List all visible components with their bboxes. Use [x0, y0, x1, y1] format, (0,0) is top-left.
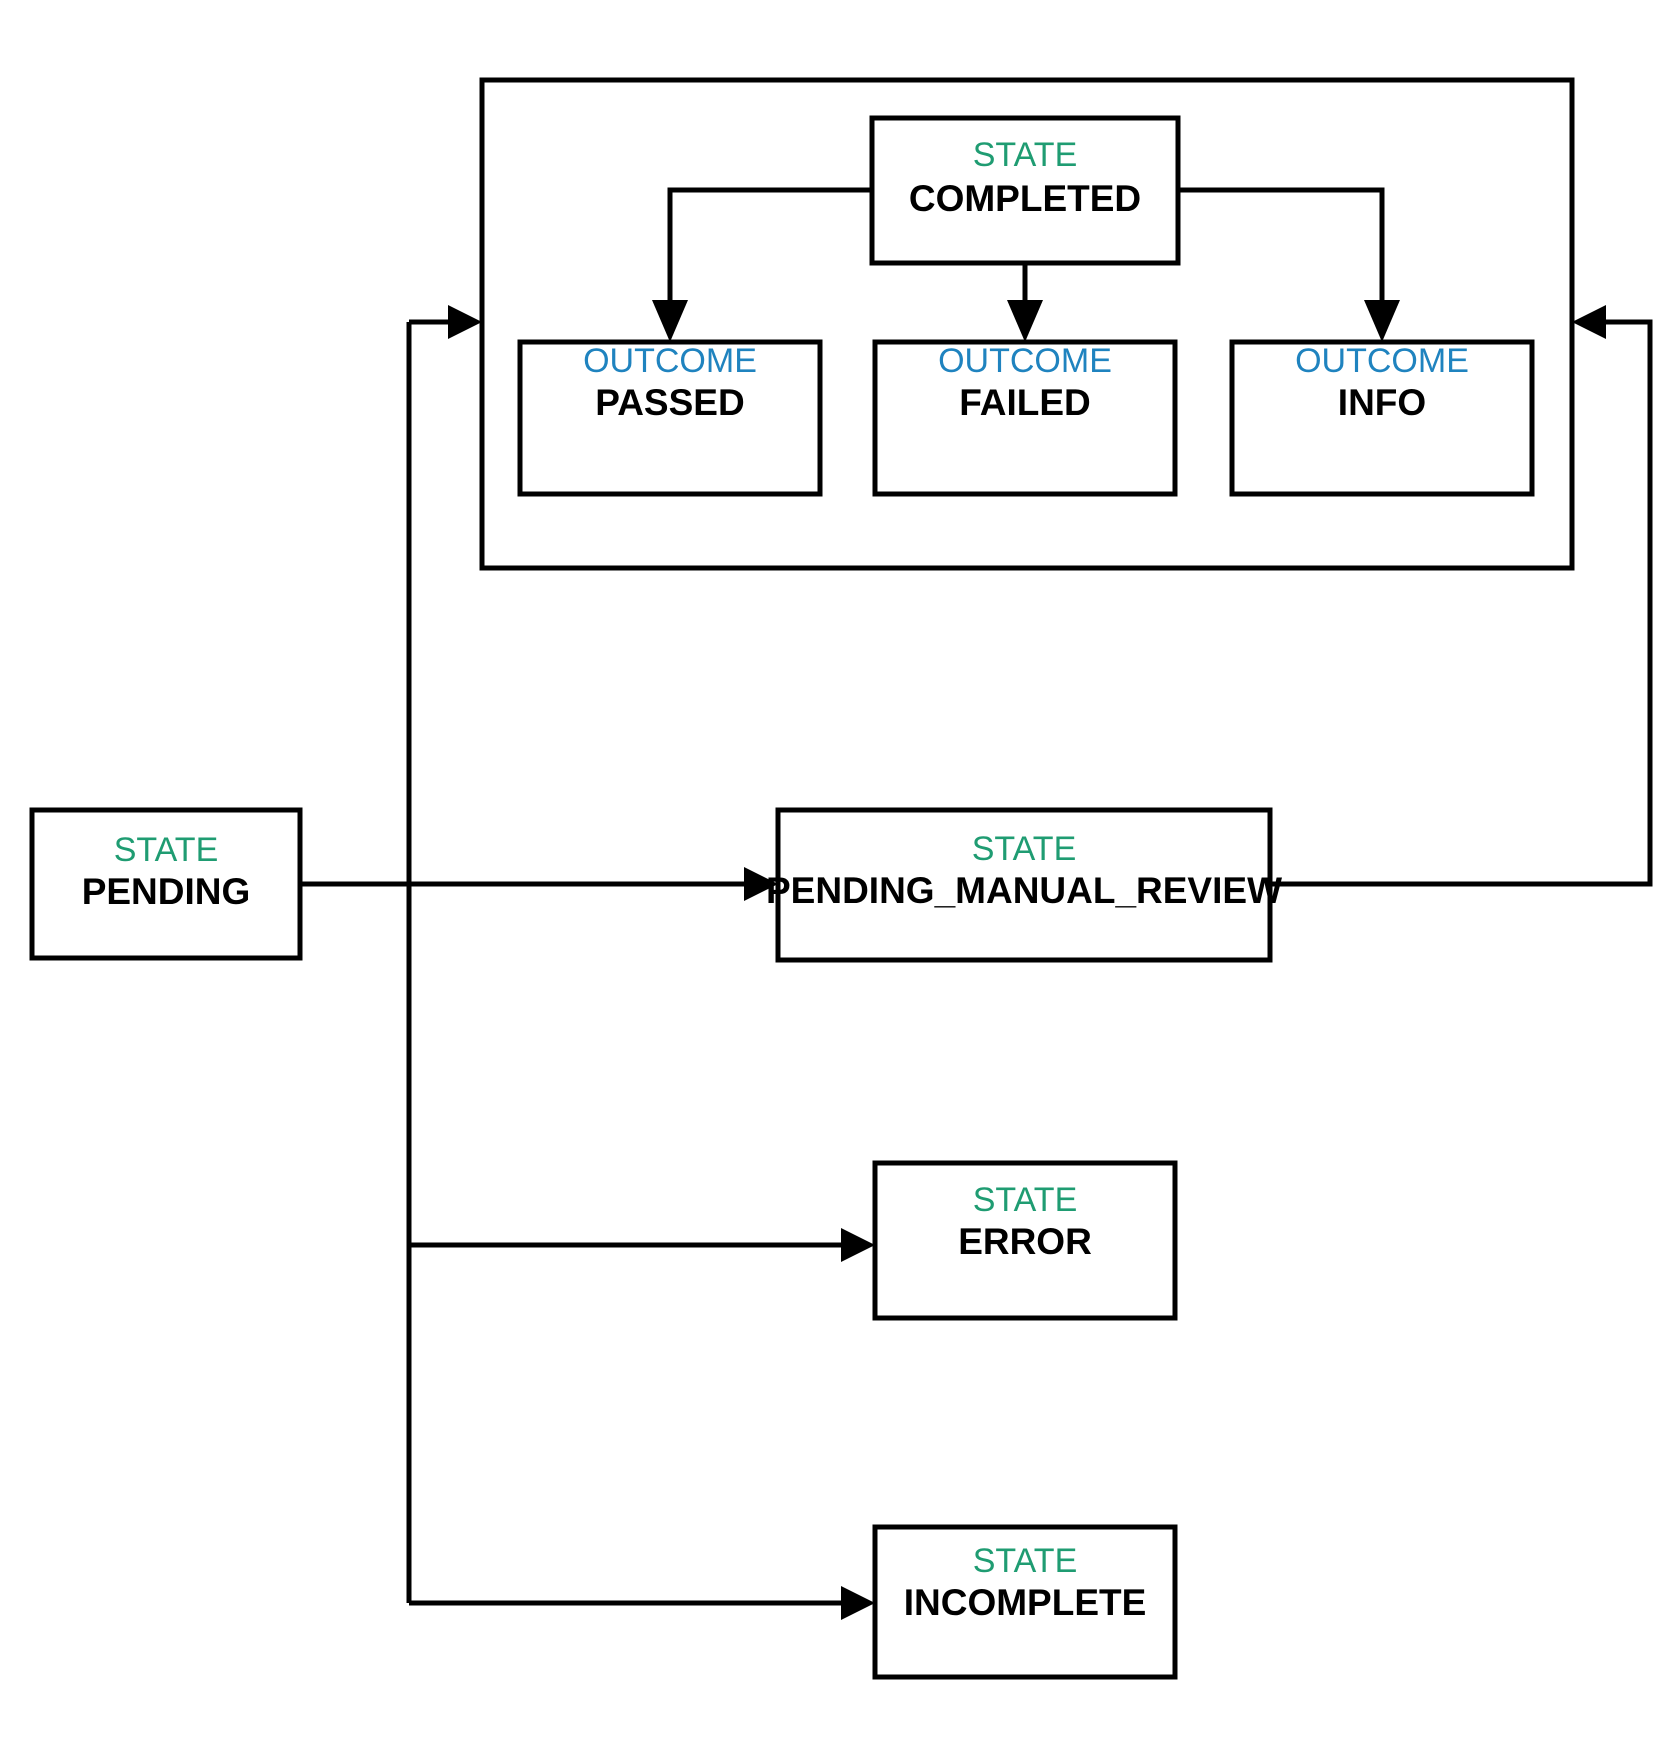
arrowhead-into-incomplete [841, 1586, 875, 1620]
node-error[interactable]: STATE ERROR [872, 1160, 1178, 1321]
node-error-name: ERROR [958, 1221, 1092, 1262]
node-passed-name: PASSED [595, 382, 744, 423]
arrowhead-into-info [1364, 300, 1400, 342]
arrowhead-into-error [841, 1228, 875, 1262]
node-info-kind: OUTCOME [1295, 342, 1469, 380]
arrowhead-into-completed-group [448, 305, 482, 339]
node-completed-rect[interactable] [869, 115, 1181, 266]
node-failed-rect[interactable] [872, 339, 1178, 497]
completed-group-rect [479, 77, 1575, 571]
node-error-rect[interactable] [872, 1160, 1178, 1321]
node-pending-manual-review-name: PENDING_MANUAL_REVIEW [766, 870, 1282, 911]
edge-pending-manual-review-to-completed-group [1270, 319, 1653, 887]
node-failed[interactable]: OUTCOME FAILED [872, 339, 1178, 497]
node-info-name: INFO [1338, 382, 1426, 423]
node-passed[interactable]: OUTCOME PASSED [517, 339, 823, 497]
node-incomplete-kind: STATE [973, 1542, 1078, 1580]
arrowhead-into-passed [652, 300, 688, 342]
edge-completed-to-passed [667, 187, 872, 318]
node-completed[interactable]: STATE COMPLETED [869, 115, 1181, 266]
node-pending-manual-review[interactable]: STATE PENDING_MANUAL_REVIEW [766, 807, 1282, 963]
node-incomplete-rect[interactable] [872, 1524, 1178, 1680]
node-info-rect[interactable] [1229, 339, 1535, 497]
arrowhead-into-pending-manual-review [744, 867, 778, 901]
node-passed-rect[interactable] [517, 339, 823, 497]
edge-layer [300, 187, 1653, 1620]
node-pending-rect[interactable] [29, 807, 303, 961]
edge-completed-to-info [1178, 187, 1385, 318]
arrowhead-into-failed [1007, 300, 1043, 342]
node-info[interactable]: OUTCOME INFO [1229, 339, 1535, 497]
node-completed-kind: STATE [973, 136, 1078, 174]
node-failed-name: FAILED [959, 382, 1091, 423]
node-pending-manual-review-kind: STATE [972, 830, 1077, 868]
node-pending-manual-review-rect[interactable] [775, 807, 1273, 963]
node-incomplete[interactable]: STATE INCOMPLETE [872, 1524, 1178, 1680]
node-failed-kind: OUTCOME [938, 342, 1112, 380]
node-incomplete-name: INCOMPLETE [904, 1582, 1147, 1623]
completed-group-container [479, 77, 1575, 571]
node-completed-name: COMPLETED [909, 178, 1141, 219]
node-error-kind: STATE [973, 1181, 1078, 1219]
node-pending-kind: STATE [114, 831, 219, 869]
node-passed-kind: OUTCOME [583, 342, 757, 380]
node-pending-name: PENDING [82, 871, 251, 912]
arrowhead-into-completed-group-right [1572, 305, 1606, 339]
node-pending[interactable]: STATE PENDING [29, 807, 303, 961]
